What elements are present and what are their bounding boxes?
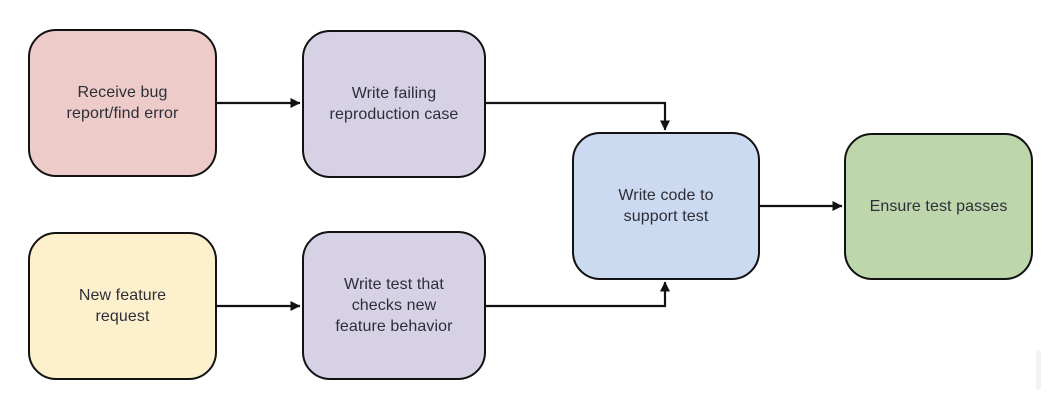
edge-test-to-code bbox=[486, 281, 670, 308]
node-label: New feature request bbox=[78, 286, 167, 325]
scrollbar-thumb[interactable] bbox=[1036, 350, 1041, 390]
node-label: Receive bug report/find error bbox=[66, 83, 179, 122]
node-new-feature-request: New feature request bbox=[28, 232, 217, 380]
node-label: Write test that checks new feature behav… bbox=[335, 275, 453, 336]
node-ensure-test-passes: Ensure test passes bbox=[844, 133, 1033, 280]
node-label: Write failing reproduction case bbox=[329, 84, 459, 123]
node-label: Write code to support test bbox=[618, 186, 714, 225]
edge-repro-to-code bbox=[486, 101, 670, 131]
node-write-code-to-support-test: Write code to support test bbox=[572, 132, 760, 280]
node-write-test-checks-new-feature: Write test that checks new feature behav… bbox=[302, 231, 486, 380]
node-write-failing-reproduction-case: Write failing reproduction case bbox=[302, 30, 486, 178]
node-label: Ensure test passes bbox=[869, 197, 1008, 215]
node-receive-bug-report: Receive bug report/find error bbox=[28, 29, 217, 177]
